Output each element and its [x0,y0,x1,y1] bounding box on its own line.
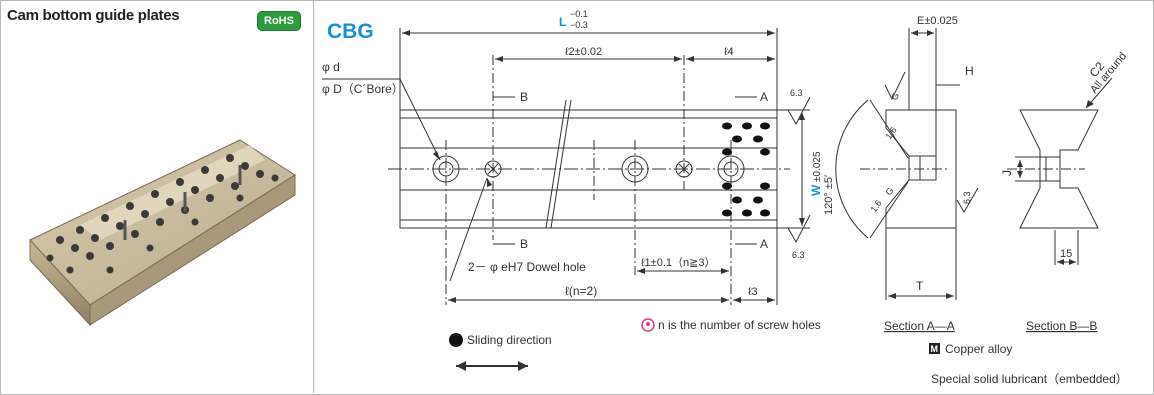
G-label-bottom: G [883,186,895,197]
roughness-section-a: 6.3 [962,191,972,204]
drawing-code: CBG [327,20,374,43]
l4-label: ℓ4 [724,46,734,58]
product-photo [29,139,296,327]
fifteen-label: 15 [1060,248,1072,260]
section-aa-label: Section A—A [884,319,955,333]
section-a-bottom: A [760,237,768,251]
section-b-bottom: B [520,237,528,251]
material-text: Copper alloy [945,342,1012,356]
l2-label: ℓ2±0.02 [565,46,602,58]
W-tol: ±0.025 [812,151,823,182]
section-bb-label: Section B—B [1026,319,1097,333]
L-tol-lower: −0.3 [570,20,588,30]
l-n2-label: ℓ(n=2) [565,284,597,298]
H-label: H [965,64,974,78]
product-title: Cam bottom guide plates [7,7,180,24]
W-label: W [809,184,823,196]
material-badge-box [929,343,940,354]
L-label: L [559,15,566,29]
note-icon [641,318,655,332]
angle-label: 120° ±5′ [823,175,835,215]
E-label: E±0.025 [917,15,958,27]
roughness-top: 6.3 [790,88,803,98]
l3-label: ℓ3 [748,286,758,298]
lubricant-plugs [449,122,770,347]
sliding-direction-label: Sliding direction [467,333,552,347]
roughness-g: G [889,91,901,102]
section-a-top: A [760,90,768,104]
rohs-badge: RoHS [257,11,301,31]
section-b-top: B [520,90,528,104]
chamfer-label-bottom: 1.6 [868,198,883,214]
L-tol-upper: −0.1 [570,9,588,19]
phi-D-label: φ D（C´Bore） [322,82,404,96]
roughness-bottom: 6.3 [792,250,805,260]
technical-drawing: CBG L −0.1 −0.3 ℓ2±0.02 ℓ4 φ d φ D（C´Bor… [322,9,1129,386]
J-label: J [1000,170,1014,176]
l1-label: ℓ1±0.1（n≧3） [641,256,715,269]
dowel-hole-label: 2－ φ eH7 Dowel hole [468,260,586,274]
lubricant-text: Special solid lubricant（embedded） [931,372,1128,386]
note-text: n is the number of screw holes [658,318,821,332]
T-label: T [916,279,924,293]
product-panel: Cam bottom guide plates RoHS [0,0,314,393]
phi-d-label: φ d [322,60,340,74]
material-badge: M [931,344,939,354]
